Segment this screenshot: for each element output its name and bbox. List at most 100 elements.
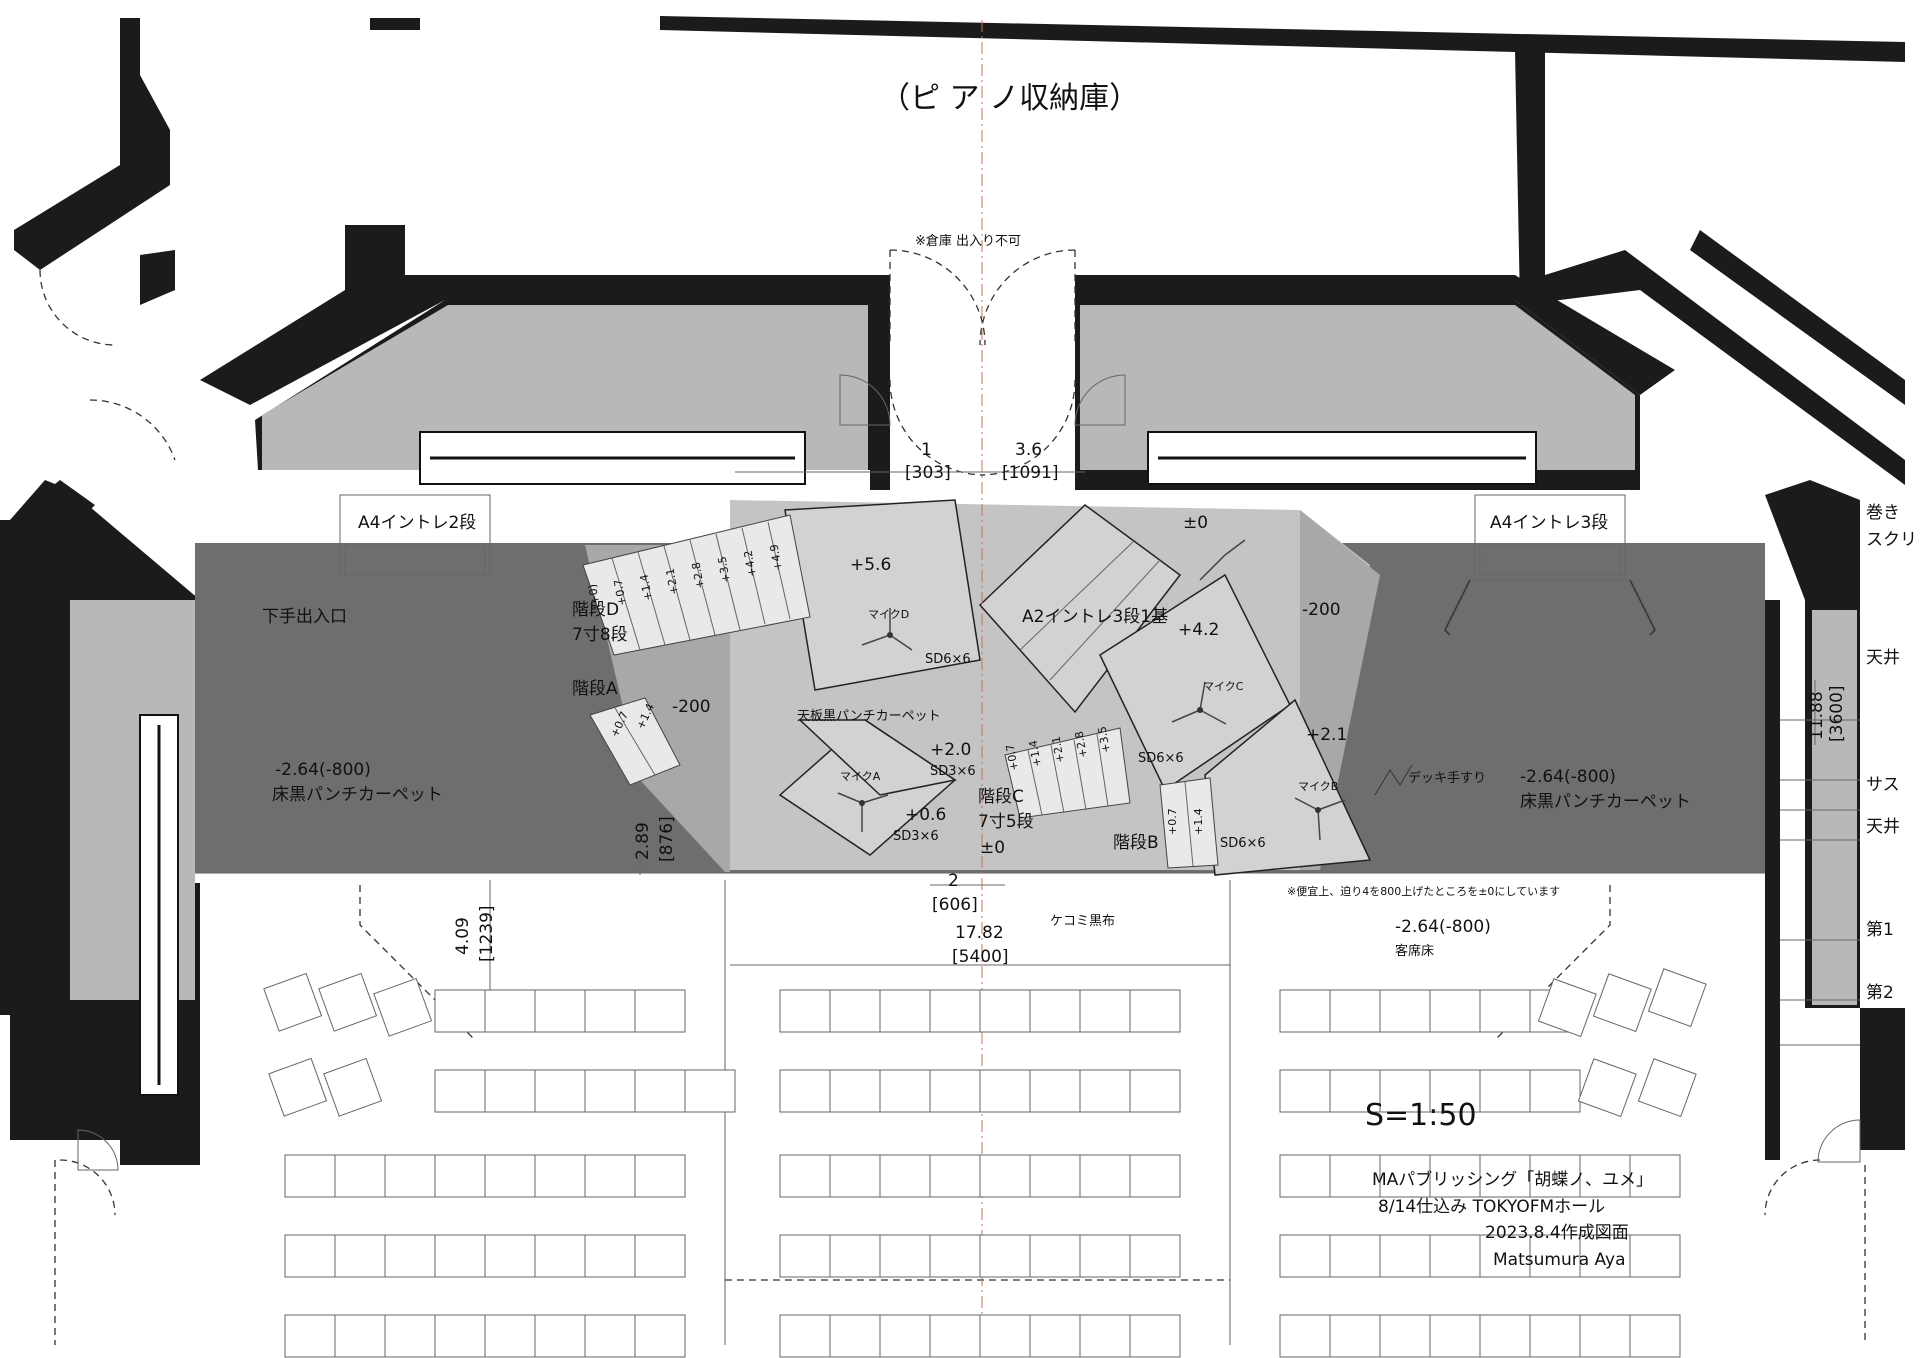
audience-seat bbox=[779, 989, 831, 1033]
stair-d-step: +2.8 bbox=[690, 561, 707, 590]
audience-seat bbox=[929, 1069, 981, 1113]
deck-c-spec: SD6×6 bbox=[1138, 751, 1184, 766]
audience-seat bbox=[534, 1069, 586, 1113]
audience-seat bbox=[584, 989, 636, 1033]
audience-seat bbox=[334, 1314, 386, 1358]
stair-c-step: +0.7 bbox=[1004, 743, 1021, 772]
audience-seat bbox=[1079, 989, 1131, 1033]
audience-seat bbox=[829, 1314, 881, 1358]
right-label: 天井 bbox=[1866, 648, 1900, 668]
audience-seat bbox=[634, 1069, 686, 1113]
audience-seat bbox=[1379, 1069, 1431, 1113]
audience-seat bbox=[829, 989, 881, 1033]
stair-d-step: +3.5 bbox=[716, 555, 733, 584]
dimension-lines bbox=[359, 471, 1816, 1345]
stair-b-name: 階段B bbox=[1113, 833, 1159, 853]
stage-left-entrance: 下手出入口 bbox=[262, 607, 347, 627]
audience-seat bbox=[284, 1314, 336, 1358]
audience-seat bbox=[584, 1154, 636, 1198]
audience-seat bbox=[829, 1069, 881, 1113]
deck-b-level: +2.1 bbox=[1306, 725, 1347, 745]
audience-seat bbox=[584, 1314, 636, 1358]
credit-line: Matsumura Aya bbox=[1493, 1250, 1625, 1270]
audience-seat bbox=[334, 1154, 386, 1198]
deck-b-mic: マイクB bbox=[1298, 780, 1338, 793]
deck-a-mic: マイクA bbox=[840, 770, 881, 783]
dim-stage-front: 2.89 bbox=[633, 822, 653, 860]
floor-level-left: -2.64(-800) bbox=[275, 760, 371, 780]
mic-stand-icons bbox=[837, 539, 1346, 841]
deck-handrail bbox=[1374, 579, 1656, 796]
dim-stage-depth: 11.88 bbox=[1807, 691, 1827, 740]
audience-seat bbox=[1429, 1069, 1481, 1113]
audience-seat bbox=[534, 1154, 586, 1198]
door-swings bbox=[39, 249, 1866, 1345]
kerb-label: ケコミ黒布 bbox=[1050, 914, 1115, 929]
angled-seats bbox=[263, 968, 1707, 1118]
audience-seat bbox=[1329, 1154, 1381, 1198]
audience-seat bbox=[1129, 1234, 1181, 1278]
audience-seat bbox=[1029, 989, 1081, 1033]
dim-stage-depth-mm: [3600] bbox=[1827, 685, 1847, 742]
audience-seat bbox=[634, 1234, 686, 1278]
audience-seat bbox=[284, 1154, 336, 1198]
right-label: サス bbox=[1866, 775, 1900, 795]
audience-seat bbox=[879, 1234, 931, 1278]
house-floor-level: -2.64(-800) bbox=[1395, 917, 1491, 937]
audience-seat bbox=[1629, 1314, 1681, 1358]
audience-seat bbox=[334, 1234, 386, 1278]
right-label: 天井 bbox=[1866, 817, 1900, 837]
stairs bbox=[582, 514, 1219, 869]
stair-b-step: +1.4 bbox=[1192, 808, 1205, 835]
deck-b-spec: SD6×6 bbox=[1220, 836, 1266, 851]
stair-c-name: 階段C bbox=[978, 787, 1024, 807]
audience-seat bbox=[779, 1234, 831, 1278]
dim-house-gap: 4.09 bbox=[453, 917, 473, 955]
credit-line: MAパブリッシング「胡蝶ノ、ユメ」 bbox=[1372, 1169, 1653, 1190]
audience-seat bbox=[979, 1314, 1031, 1358]
stair-d-step: +4.9 bbox=[768, 543, 785, 572]
dim-stage-width: 17.82 bbox=[955, 923, 1004, 943]
audience-seat bbox=[384, 1154, 436, 1198]
audience-seat bbox=[1379, 989, 1431, 1033]
dim-stage-gap: 2 bbox=[948, 871, 959, 891]
audience-seat bbox=[929, 1234, 981, 1278]
storage-note: ※倉庫 出入り不可 bbox=[915, 234, 1021, 249]
stair-b-step: +0.7 bbox=[1166, 808, 1179, 835]
audience-seat bbox=[384, 1314, 436, 1358]
pit-right-level: -200 bbox=[1302, 600, 1341, 620]
audience-seat bbox=[979, 1234, 1031, 1278]
credit-line: 8/14仕込み TOKYOFMホール bbox=[1378, 1197, 1605, 1217]
audience-seat bbox=[434, 989, 486, 1033]
audience-seat bbox=[534, 1314, 586, 1358]
audience-seat bbox=[1029, 1154, 1081, 1198]
audience-seat bbox=[1629, 1234, 1681, 1278]
audience-seat bbox=[584, 1069, 636, 1113]
audience-seat bbox=[584, 1234, 636, 1278]
audience-seat bbox=[634, 989, 686, 1033]
audience-seat bbox=[1029, 1314, 1081, 1358]
audience-seat bbox=[1329, 1234, 1381, 1278]
stair-c-step: +1.4 bbox=[1027, 739, 1044, 768]
dim-door-a-mm: [303] bbox=[905, 463, 951, 483]
deck-c-mic: マイクC bbox=[1203, 680, 1244, 693]
floor-finish-left: 床黒パンチカーペット bbox=[272, 785, 443, 805]
audience-seat bbox=[779, 1314, 831, 1358]
audience-seat bbox=[1529, 1314, 1581, 1358]
top-finish-label: 天板黒パンチカーペット bbox=[797, 709, 941, 724]
audience-seat bbox=[929, 1154, 981, 1198]
deck-20-level: +2.0 bbox=[930, 740, 971, 760]
deck-c-level: +4.2 bbox=[1178, 620, 1219, 640]
audience-seat bbox=[1029, 1234, 1081, 1278]
stair-d-step: +4.2 bbox=[742, 549, 759, 578]
audience-seat bbox=[484, 1314, 536, 1358]
a4-riser-outlines bbox=[339, 494, 1626, 576]
dim-door-b: 3.6 bbox=[1015, 440, 1042, 460]
riser-a2-label: A2イントレ3段1基 bbox=[1022, 607, 1168, 627]
audience-seat bbox=[1279, 1234, 1331, 1278]
deck-20-spec: SD3×6 bbox=[930, 764, 976, 779]
audience-seat bbox=[1479, 1314, 1531, 1358]
drawing-scale: S=1:50 bbox=[1365, 1098, 1477, 1133]
audience-seat bbox=[434, 1314, 486, 1358]
stair-a-name: 階段A bbox=[572, 679, 618, 699]
